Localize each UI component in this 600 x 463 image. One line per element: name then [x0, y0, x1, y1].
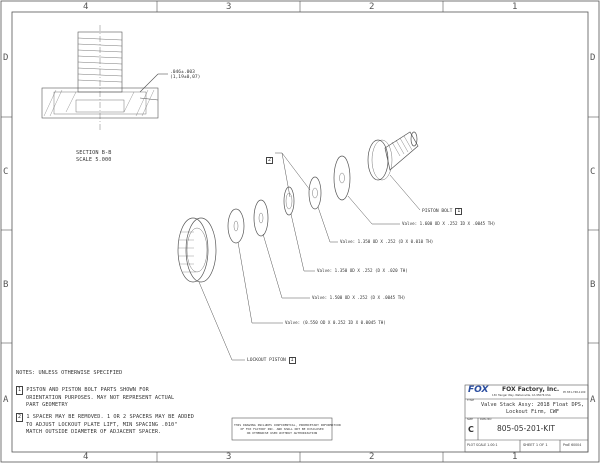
dwg-no-label: DWG NO: [480, 418, 492, 421]
valve-stack: [177, 131, 419, 283]
sheet-number: SHEET 1 OF 1: [523, 443, 548, 447]
zone-row-b-right: B: [590, 280, 596, 290]
zone-col-4-bottom: 4: [83, 452, 89, 462]
valve-callout-2: Valve: 1.350 OD X .252 (D X 0.010 TH): [340, 239, 434, 244]
note-2-number: 2: [16, 413, 24, 422]
size-value: C: [468, 425, 474, 434]
drawing-number: 805-05-201-KIT: [497, 424, 556, 433]
rev-code: ProE 60004: [563, 443, 582, 447]
leader-lines: [198, 152, 421, 361]
zone-col-2-bottom: 2: [369, 452, 375, 462]
zone-row-c-left: C: [3, 167, 9, 177]
note-1: 1 PISTON AND PISTON BOLT PARTS SHOWN FOR…: [16, 386, 175, 408]
note-1-number: 1: [16, 386, 24, 395]
drawing-title: Valve Stack Assy: 2018 Float DPS,Lockout…: [480, 402, 585, 416]
note-2: 2 1 SPACER MAY BE REMOVED. 1 OR 2 SPACER…: [16, 413, 194, 435]
zone-col-3-bottom: 3: [226, 452, 232, 462]
size-label: SIZE: [467, 418, 473, 421]
company-name: FOX Factory, Inc.: [502, 386, 560, 393]
title-block-frame: [231, 384, 589, 453]
valve-shape-1: [333, 155, 351, 201]
valve-callout-5: Valve: (0.550 OD X 0.252 ID X 0.0045 TH): [285, 320, 386, 325]
valve-shape-3: [283, 186, 295, 216]
plot-scale: PLOT SCALE 1.00:1: [467, 443, 498, 447]
piston-bolt-shape: [367, 131, 419, 181]
valve-callout-4: Valve: 1.500 OD X .252 (D X .0045 TH): [312, 295, 406, 300]
zone-row-d-left: D: [3, 53, 9, 63]
spacer-note-balloon: 2: [266, 157, 274, 164]
section-view: [41, 25, 168, 130]
zone-col-3-top: 3: [226, 2, 232, 12]
zone-col-2-top: 2: [369, 2, 375, 12]
zone-row-c-right: C: [590, 167, 596, 177]
piston-bolt-callout: PISTON BOLT 1: [422, 208, 463, 215]
zone-col-4-top: 4: [83, 2, 89, 12]
valve-callout-3: Valve: 1.350 OD X .252 (D X .020 TH): [317, 268, 408, 273]
valve-shape-2: [308, 176, 322, 210]
valve-shape-4: [253, 199, 269, 237]
zone-col-1-top: 1: [512, 2, 518, 12]
section-dimension: .046±.003(1,19±0,07): [170, 70, 201, 80]
valve-callout-1: Valve: 1.600 OD X .252 ID X .0045 TH): [402, 221, 496, 226]
confidentiality-notice: THIS DRAWING INCLUDES CONFIDENTIAL, PROP…: [234, 423, 341, 435]
title-label: TITLE: [467, 399, 475, 402]
zone-row-a-right: A: [590, 395, 596, 405]
valve-shape-5: [227, 208, 245, 244]
company-phone: Ph 831-768-1100: [563, 391, 586, 394]
zone-col-1-bottom: 1: [512, 452, 518, 462]
zone-row-d-right: D: [590, 53, 596, 63]
zone-row-b-left: B: [3, 280, 9, 290]
lockout-piston-shape: [177, 217, 217, 283]
notes-header: NOTES: UNLESS OTHERWISE SPECIFIED: [16, 370, 123, 376]
company-address: 130 Hangar Way, Watsonville, CA 95076 US…: [492, 394, 551, 397]
lockout-piston-callout: LOCKOUT PISTON 1: [247, 357, 296, 364]
fox-logo: FOX: [468, 385, 489, 395]
zone-row-a-left: A: [3, 395, 9, 405]
